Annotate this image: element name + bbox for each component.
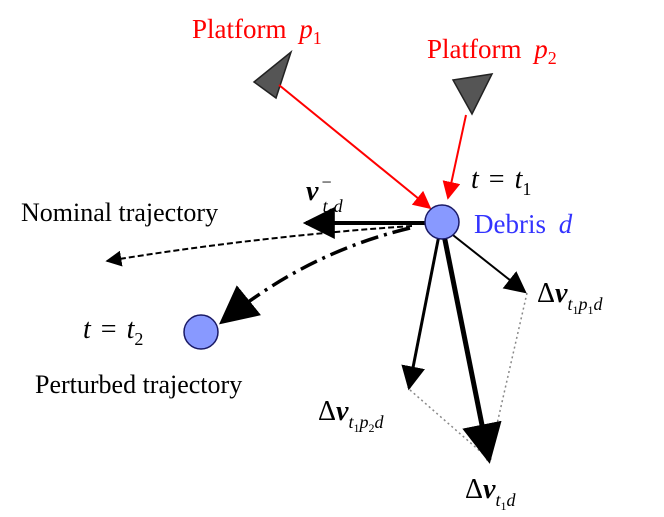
delta-v-p2-label: Δvt1p2d <box>318 396 384 435</box>
perturbed-trajectory-label: Perturbed trajectory <box>35 370 242 399</box>
delta-v-p1-label: Δvt1p1d <box>537 278 603 317</box>
debris-label: Debris d <box>474 209 573 239</box>
time-label-t1: t=t1 <box>471 164 531 199</box>
debris-marker-t1-icon <box>424 204 460 240</box>
nominal-trajectory-line <box>105 225 413 267</box>
delta-v-total-label: Δvt1d <box>465 474 516 513</box>
platform-p2-label: Platform p2 <box>427 34 557 68</box>
guide-line-p1 <box>488 292 528 460</box>
nominal-trajectory-label: Nominal trajectory <box>21 198 218 227</box>
delta-v-total-vector <box>440 229 502 464</box>
perturbed-trajectory-line <box>219 226 411 325</box>
platform-p1-marker-icon <box>252 49 293 100</box>
debris-marker-t2-icon <box>183 314 219 350</box>
platform-p2-marker-icon <box>451 73 494 116</box>
platform-p2-line <box>442 114 467 200</box>
velocity-before-label: v−t1d <box>306 172 344 219</box>
platform-p1-label: Platform p1 <box>192 14 322 48</box>
delta-v-p1-vector <box>443 227 527 294</box>
platform-p1-line <box>278 84 432 210</box>
time-label-t2: t=t2 <box>83 314 143 349</box>
delta-v-p2-vector <box>401 229 442 391</box>
